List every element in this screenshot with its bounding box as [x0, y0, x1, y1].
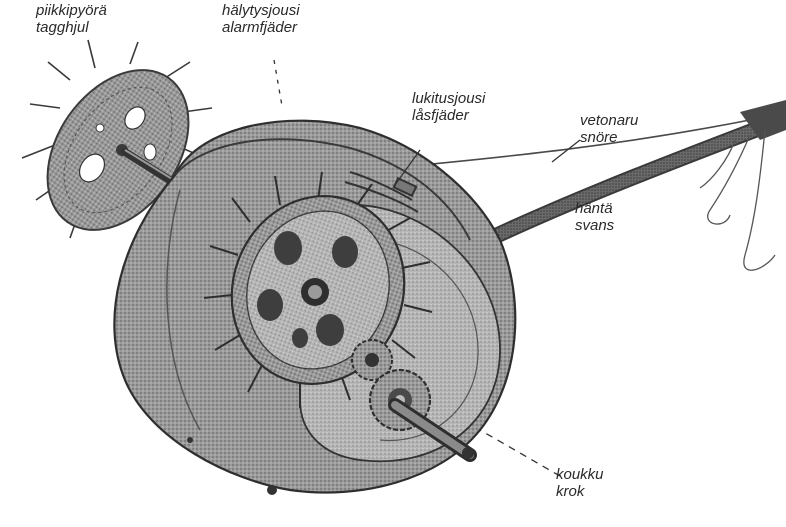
label-lock-spring: lukitusjousi låsfjäder: [412, 90, 485, 124]
label-pull-cord: vetonaru snöre: [580, 112, 638, 146]
label-spike-wheel: piikkipyörä tagghjul: [36, 2, 107, 36]
label-hook-fi: koukku: [556, 466, 604, 483]
label-pull-cord-fi: vetonaru: [580, 112, 638, 129]
label-tail-sv: svans: [575, 217, 614, 234]
label-pull-cord-sv: snöre: [580, 129, 638, 146]
label-lock-spring-sv: låsfjäder: [412, 107, 485, 124]
label-lock-spring-fi: lukitusjousi: [412, 90, 485, 107]
label-spike-wheel-fi: piikkipyörä: [36, 2, 107, 19]
label-alarm-spring-sv: alarmfjäder: [222, 19, 300, 36]
label-tail: häntä svans: [575, 200, 614, 234]
label-alarm-spring-fi: hälytysjousi: [222, 2, 300, 19]
label-spike-wheel-sv: tagghjul: [36, 19, 107, 36]
label-alarm-spring: hälytysjousi alarmfjäder: [222, 2, 300, 36]
label-hook: koukku krok: [556, 466, 604, 500]
label-hook-sv: krok: [556, 483, 604, 500]
label-tail-fi: häntä: [575, 200, 614, 217]
